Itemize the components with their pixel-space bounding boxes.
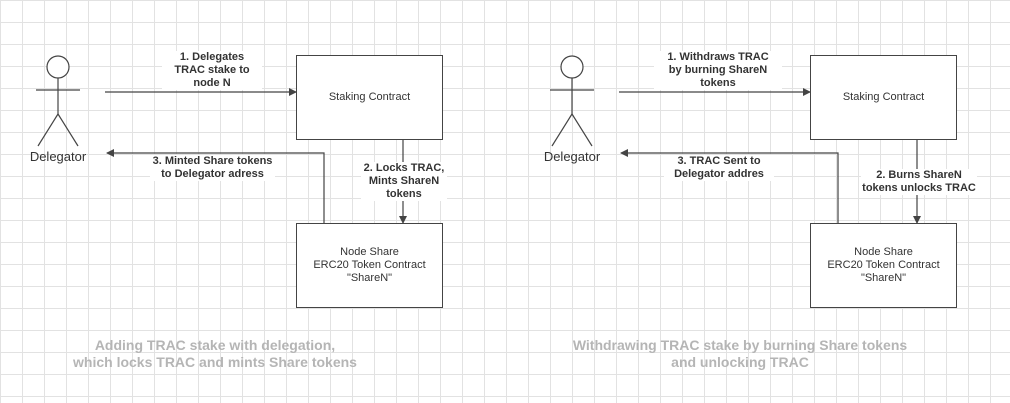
step-2-label: 2. Burns ShareN tokens unlocks TRAC	[861, 169, 977, 195]
node-share-line-3: "ShareN"	[346, 272, 393, 284]
node-share-line-2: ERC20 Token Contract	[827, 259, 940, 271]
delegator-stick-figure	[550, 55, 594, 147]
staking-contract-label: Staking Contract	[842, 91, 925, 103]
staking-contract-box: Staking Contract	[296, 55, 443, 140]
delegation-diagram: Delegator Staking Contract Node Share ER…	[29, 51, 447, 370]
staking-contract-box: Staking Contract	[810, 55, 957, 140]
diagram-caption: Adding TRAC stake with delegation, which…	[73, 337, 357, 370]
diagram-caption: Withdrawing TRAC stake by burning Share …	[572, 337, 908, 370]
node-share-box: Node Share ERC20 Token Contract "ShareN"	[296, 223, 443, 308]
step-3-label: 3. TRAC Sent to Delegator addres	[664, 155, 774, 181]
delegator-label: Delegator	[543, 149, 601, 164]
diagram-connectors	[550, 55, 921, 224]
step-1-label: 1. Withdraws TRAC by burning ShareN toke…	[654, 51, 782, 90]
delegator-stick-figure	[36, 55, 80, 147]
arrow-share-to-delegator	[106, 149, 325, 223]
step-2-label: 2. Locks TRAC, Mints ShareN tokens	[361, 162, 447, 201]
node-share-line-1: Node Share	[854, 246, 913, 258]
staking-contract-label: Staking Contract	[328, 91, 411, 103]
node-share-line-2: ERC20 Token Contract	[313, 259, 426, 271]
node-share-box: Node Share ERC20 Token Contract "ShareN"	[810, 223, 957, 308]
arrow-share-to-delegator	[620, 149, 839, 223]
withdrawal-diagram: Delegator Staking Contract Node Share ER…	[514, 0, 1010, 403]
step-3-label: 3. Minted Share tokens to Delegator adre…	[150, 155, 275, 181]
node-share-line-3: "ShareN"	[860, 272, 907, 284]
step-1-label: 1. Delegates TRAC stake to node N	[162, 51, 262, 90]
node-share-line-1: Node Share	[340, 246, 399, 258]
delegator-label: Delegator	[29, 149, 87, 164]
